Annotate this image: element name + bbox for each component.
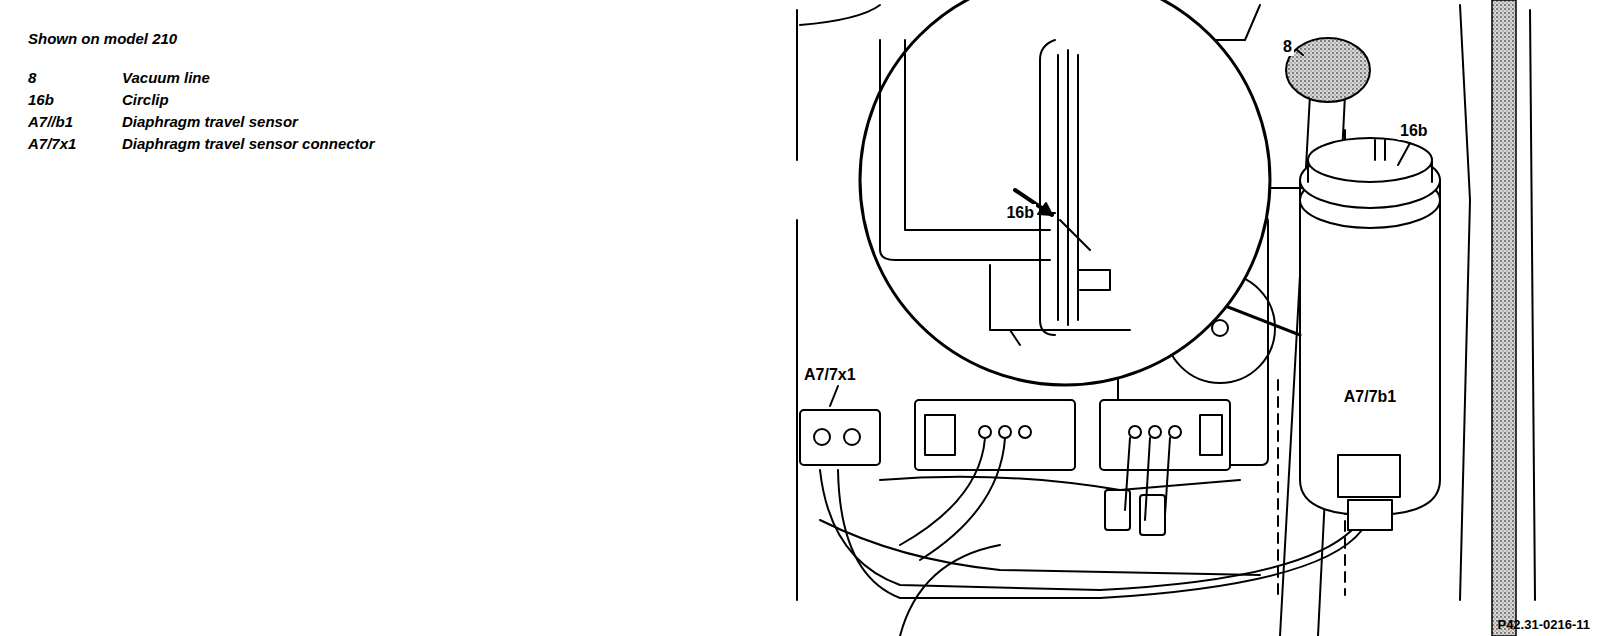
- callout-number: 8: [1281, 38, 1294, 56]
- key-number: A7//b1: [28, 113, 73, 130]
- callout-label: A7/7x1: [802, 366, 858, 384]
- key-description: Diaphragm travel sensor: [122, 113, 298, 130]
- callout-label: A7/7b1: [1342, 388, 1398, 406]
- key-description: Vacuum line: [122, 69, 210, 86]
- figure-title: Shown on model 210: [28, 30, 177, 47]
- key-description: Circlip: [122, 91, 169, 108]
- key-number: 16b: [28, 91, 54, 108]
- key-description: Diaphragm travel sensor connector: [122, 135, 375, 152]
- callout-number: 16b: [1004, 204, 1036, 222]
- key-number: A7/7x1: [28, 135, 76, 152]
- key-number: 8: [28, 69, 36, 86]
- callout-number: 16b: [1398, 122, 1430, 140]
- figure-number: P42.31-0216-11: [1497, 618, 1590, 633]
